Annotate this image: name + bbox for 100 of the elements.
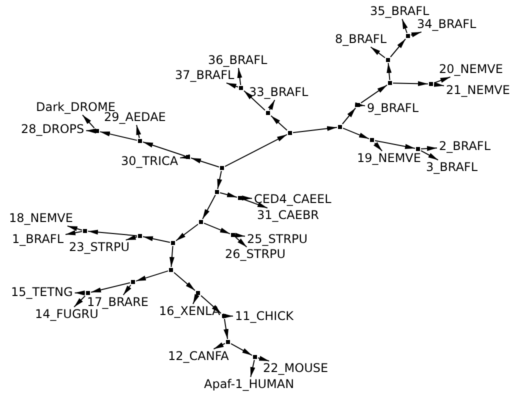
branch-arrow <box>217 170 222 190</box>
taxon-label: 20_NEMVE <box>438 63 504 76</box>
taxon-label: 15_TETNG <box>10 286 74 299</box>
branch-arrow <box>434 76 451 84</box>
branch-arrow <box>74 296 86 308</box>
taxon-label: 25_STRPU <box>246 233 309 246</box>
branch-point <box>131 280 135 284</box>
branch-point <box>86 291 90 295</box>
branch-point <box>239 86 243 90</box>
taxon-label: 30_TRICA <box>120 155 180 168</box>
branch-arrow <box>386 62 392 80</box>
branch-point <box>253 355 257 359</box>
branch-point <box>238 196 242 200</box>
branch-arrow <box>202 194 216 220</box>
taxon-label: 2_BRAFL <box>438 140 492 153</box>
branch-point <box>226 340 230 344</box>
taxon-label: 11_CHICK <box>234 310 294 323</box>
branch-arrow <box>220 192 238 198</box>
branch-arrow <box>100 131 138 141</box>
branch-arrow <box>213 342 226 350</box>
branch-arrow <box>88 230 138 236</box>
branch-arrow <box>390 38 406 58</box>
branch-point <box>416 147 420 151</box>
branch-arrow <box>392 81 428 86</box>
taxon-label: 9_BRAFL <box>366 102 420 115</box>
branch-point <box>288 131 292 135</box>
taxon-label: 3_BRAFL <box>425 161 479 174</box>
branch-arrow <box>66 226 82 232</box>
taxon-label: 14_FUGRU <box>34 308 100 321</box>
branch-arrow <box>242 198 268 208</box>
branch-point <box>338 125 342 129</box>
branch-arrow <box>268 100 276 110</box>
branch-arrow <box>86 128 96 134</box>
taxon-label: 28_DROPS <box>20 123 86 136</box>
branch-point <box>370 138 374 142</box>
taxon-label: 18_NEMVE <box>8 212 74 225</box>
branch-point <box>429 82 433 86</box>
branch-arrow <box>192 294 200 304</box>
branch-arrow <box>420 146 438 152</box>
branch-point <box>196 291 200 295</box>
branch-arrow <box>122 284 132 296</box>
branch-arrow <box>226 82 238 89</box>
branch-arrow <box>174 272 196 291</box>
branch-arrow <box>74 290 86 296</box>
branch-arrow <box>354 102 366 108</box>
taxon-label: 23_STRPU <box>68 241 131 254</box>
branch-arrow <box>402 18 408 34</box>
branch-arrow <box>125 234 138 240</box>
branch-arrow <box>342 108 356 124</box>
branch-arrow <box>200 295 222 314</box>
taxon-label: 22_MOUSE <box>262 362 330 375</box>
branch-arrow <box>136 124 142 138</box>
branch-point <box>171 241 175 245</box>
branch-arrow <box>342 128 370 140</box>
branch-point <box>95 129 99 133</box>
branch-arrow <box>236 237 248 248</box>
branch-point <box>186 155 190 159</box>
branch-arrow <box>176 224 198 242</box>
branch-arrow <box>190 157 220 168</box>
branch-arrow <box>142 236 170 243</box>
taxon-label: 31_CAEBR <box>256 209 320 222</box>
branch-arrow <box>374 140 416 149</box>
branch-arrow <box>142 142 186 156</box>
branch-arrow <box>370 46 386 58</box>
taxon-label: 1_BRAFL <box>11 233 65 246</box>
taxon-label: 37_BRAFL <box>174 69 236 82</box>
branch-arrow <box>360 84 388 104</box>
taxon-label: 29_AEDAE <box>103 111 167 124</box>
branch-arrow <box>230 343 252 356</box>
branch-arrow <box>234 232 246 238</box>
branch-point <box>386 58 390 62</box>
taxon-label: 12_CANFA <box>167 350 230 363</box>
branch-arrow <box>65 230 82 236</box>
branch-arrow <box>136 270 168 282</box>
branch-arrow <box>237 68 242 86</box>
branch-arrow <box>292 126 338 134</box>
taxon-label: 21_NEMVE <box>445 84 511 97</box>
branch-point <box>231 233 235 237</box>
taxon-label: 17_BRARE <box>86 296 150 309</box>
branch-arrow <box>374 142 383 152</box>
branch-arrow <box>270 115 288 131</box>
branch-point <box>199 220 203 224</box>
branch-point <box>222 314 226 318</box>
branch-arrow <box>244 90 266 111</box>
branch-point <box>215 190 219 194</box>
branch-arrow <box>82 114 95 128</box>
taxon-label: Apaf-1_HUMAN <box>203 378 296 391</box>
branch-point <box>169 268 173 272</box>
branch-arrow <box>204 222 230 234</box>
taxon-label: CED4_CAEEL <box>253 193 332 206</box>
branch-arrow <box>224 318 228 340</box>
branch-arrow <box>90 282 130 293</box>
branch-point <box>83 229 87 233</box>
branch-arrow <box>434 82 444 87</box>
taxon-label: 34_BRAFL <box>416 18 478 31</box>
branch-arrow <box>224 134 288 167</box>
taxon-label: 36_BRAFL <box>207 54 268 67</box>
taxon-label: 35_BRAFL <box>369 5 430 18</box>
taxon-label: 8_BRAFL <box>334 33 388 46</box>
branch-arrow <box>420 150 439 160</box>
